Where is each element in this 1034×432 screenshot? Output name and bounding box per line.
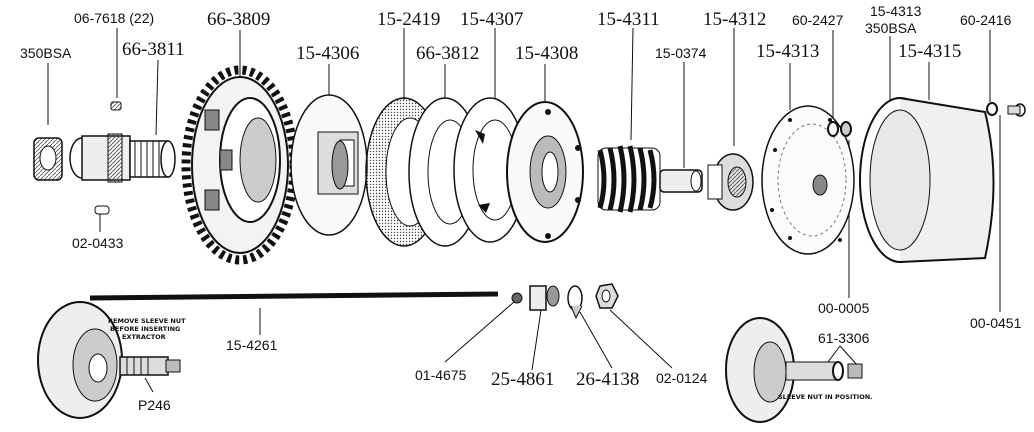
part-label-15-4261: 15-4261: [226, 337, 278, 353]
part-label-15-2419: 15-2419: [377, 9, 441, 30]
clutch-hub-66-3811: [69, 101, 176, 215]
part-label-02-0124: 02-0124: [656, 370, 708, 386]
lever-26-4138: [567, 285, 583, 320]
part-label-61-3306: 61-3306: [818, 330, 870, 346]
part-label-15-4306: 15-4306: [296, 43, 360, 64]
part-label-26-4138: 26-4138: [576, 369, 640, 390]
inset-note-line-3: EXTRACTOR: [122, 333, 166, 341]
part-label-15-4315: 15-4315: [898, 41, 962, 62]
part-label-00-0451: 00-0451: [970, 315, 1022, 331]
chainwheel-66-3809: [181, 65, 299, 265]
part-label-60-2427: 60-2427: [792, 12, 844, 28]
washer-60-2416: [986, 102, 998, 116]
part-label-66-3811: 66-3811: [122, 39, 185, 60]
part-label-15-4308: 15-4308: [515, 43, 579, 64]
inset-sleeve-nut: [725, 317, 863, 423]
part-label-15-4313-top: 15-4313: [870, 3, 922, 19]
part-label-p246: P246: [138, 397, 171, 413]
part-label-15-4313: 15-4313: [756, 41, 820, 62]
inner-cover-15-4313: [761, 105, 855, 255]
inset-note-line-2: BEFORE INSERTING: [110, 325, 181, 333]
part-label-15-4311: 15-4311: [597, 9, 660, 30]
nut-350bsa-left: [33, 137, 63, 181]
part-label-06-7618: 06-7618 (22): [74, 10, 155, 26]
part-label-15-4312: 15-4312: [703, 9, 767, 30]
part-label-350bsa-left: 350BSA: [20, 45, 72, 61]
leader-lines: [47, 27, 1001, 393]
part-label-350bsa-right: 350BSA: [865, 20, 917, 36]
push-rod-15-4261: [89, 291, 499, 301]
ball-01-4675: [511, 292, 523, 304]
part-label-02-0433: 02-0433: [72, 235, 124, 251]
part-label-66-3812: 66-3812: [416, 43, 480, 64]
part-label-60-2416: 60-2416: [960, 12, 1012, 28]
part-label-01-4675: 01-4675: [415, 367, 467, 383]
outer-cover-15-4315: [859, 97, 995, 263]
plain-plate-15-4307: [453, 97, 527, 243]
inset-extractor: [37, 301, 181, 419]
inset-note-sleeve-nut: SLEEVE NUT IN POSITION.: [778, 393, 873, 401]
inset-note-line-1: REMOVE SLEEVE NUT: [108, 317, 186, 325]
clutch-plate-15-4306: [290, 94, 368, 236]
locknut-02-0124: [595, 283, 619, 309]
spindle-15-0374: [659, 169, 703, 193]
adjuster-nut-15-4312: [707, 153, 754, 211]
adjuster-25-4861: [529, 285, 560, 311]
pressure-plate-15-4308: [506, 101, 584, 243]
part-label-15-0374: 15-0374: [655, 45, 707, 61]
part-label-00-0005: 00-0005: [818, 300, 870, 316]
washers-60-2427: [827, 121, 852, 137]
clutch-springs-15-4311: [597, 145, 661, 213]
part-label-66-3809: 66-3809: [207, 9, 271, 30]
screw-00-0451: [1007, 103, 1026, 117]
part-label-15-4307: 15-4307: [460, 9, 524, 30]
part-label-25-4861: 25-4861: [491, 369, 555, 390]
